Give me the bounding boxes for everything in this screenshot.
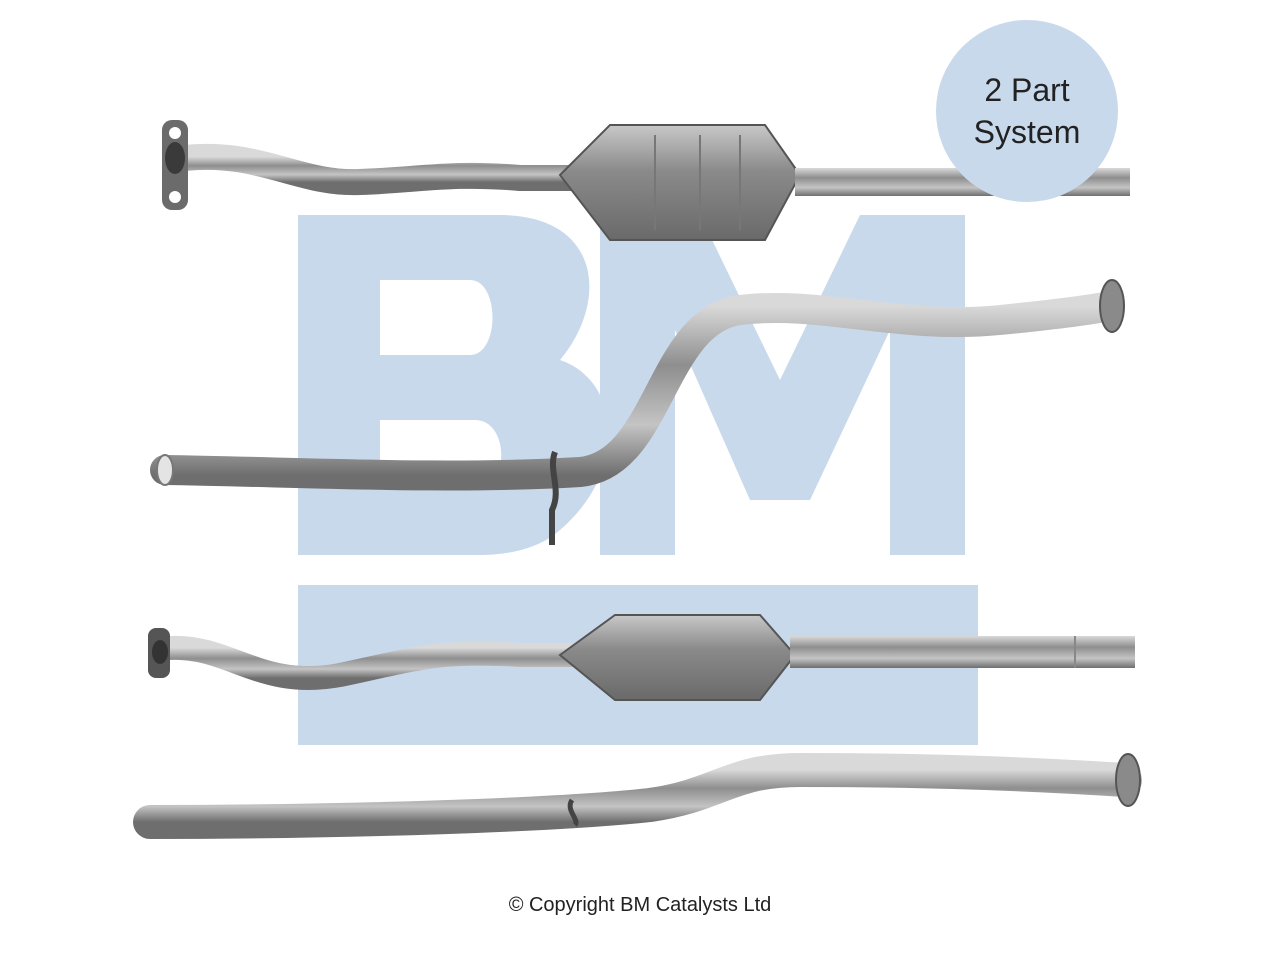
inlet-flange xyxy=(162,120,188,210)
catalytic-converter xyxy=(558,124,802,241)
inlet-flange-2 xyxy=(148,628,170,678)
front-pipe-with-catalyst-2 xyxy=(148,614,1135,701)
connecting-pipe-2 xyxy=(133,752,1142,839)
two-part-system-badge: 2 Part System xyxy=(936,20,1118,202)
copyright-notice: © Copyright BM Catalysts Ltd xyxy=(508,894,772,916)
badge-line-2: System xyxy=(973,114,1081,150)
hanger-bracket xyxy=(549,450,559,545)
badge-line-1: 2 Part xyxy=(984,72,1070,108)
connecting-pipe xyxy=(150,279,1125,545)
